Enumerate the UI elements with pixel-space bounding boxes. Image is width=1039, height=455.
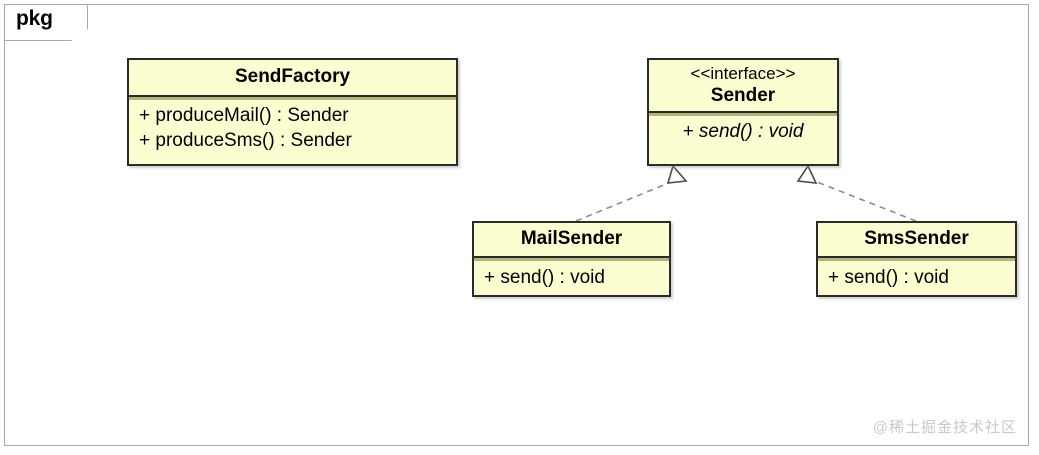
class-members: + produceMail() : Sender + produceSms() …	[129, 100, 456, 157]
package-tab-label: pkg	[16, 7, 53, 30]
class-member: + produceMail() : Sender	[139, 105, 349, 126]
class-member: + send() : void	[484, 267, 605, 288]
class-members: + send() : void	[649, 116, 837, 148]
class-header: SendFactory	[129, 60, 456, 95]
class-section-divider	[129, 95, 456, 100]
class-name: Sender	[710, 85, 776, 106]
class-member: + produceSms() : Sender	[139, 130, 352, 151]
class-members: + send() : void	[818, 261, 1015, 294]
class-name: SendFactory	[234, 66, 351, 87]
class-name: MailSender	[520, 228, 623, 249]
class-section-divider	[649, 111, 837, 116]
class-box-mailsender[interactable]: MailSender + send() : void	[472, 221, 671, 297]
class-section-divider	[818, 256, 1015, 261]
class-header: SmsSender	[818, 223, 1015, 256]
class-header: <<interface>> Sender	[649, 60, 837, 111]
class-header: MailSender	[474, 223, 669, 256]
class-member: + send() : void	[828, 267, 949, 288]
class-name: SmsSender	[864, 228, 969, 249]
class-box-sendfactory[interactable]: SendFactory + produceMail() : Sender + p…	[127, 58, 458, 166]
class-member: + send() : void	[682, 121, 804, 142]
class-section-divider	[474, 256, 669, 261]
watermark-text: @稀土掘金技术社区	[872, 419, 1017, 436]
class-box-sender[interactable]: <<interface>> Sender + send() : void	[647, 58, 839, 166]
package-tab	[4, 4, 88, 41]
class-box-smssender[interactable]: SmsSender + send() : void	[816, 221, 1017, 297]
class-stereotype: <<interface>>	[690, 64, 796, 83]
class-members: + send() : void	[474, 261, 669, 294]
